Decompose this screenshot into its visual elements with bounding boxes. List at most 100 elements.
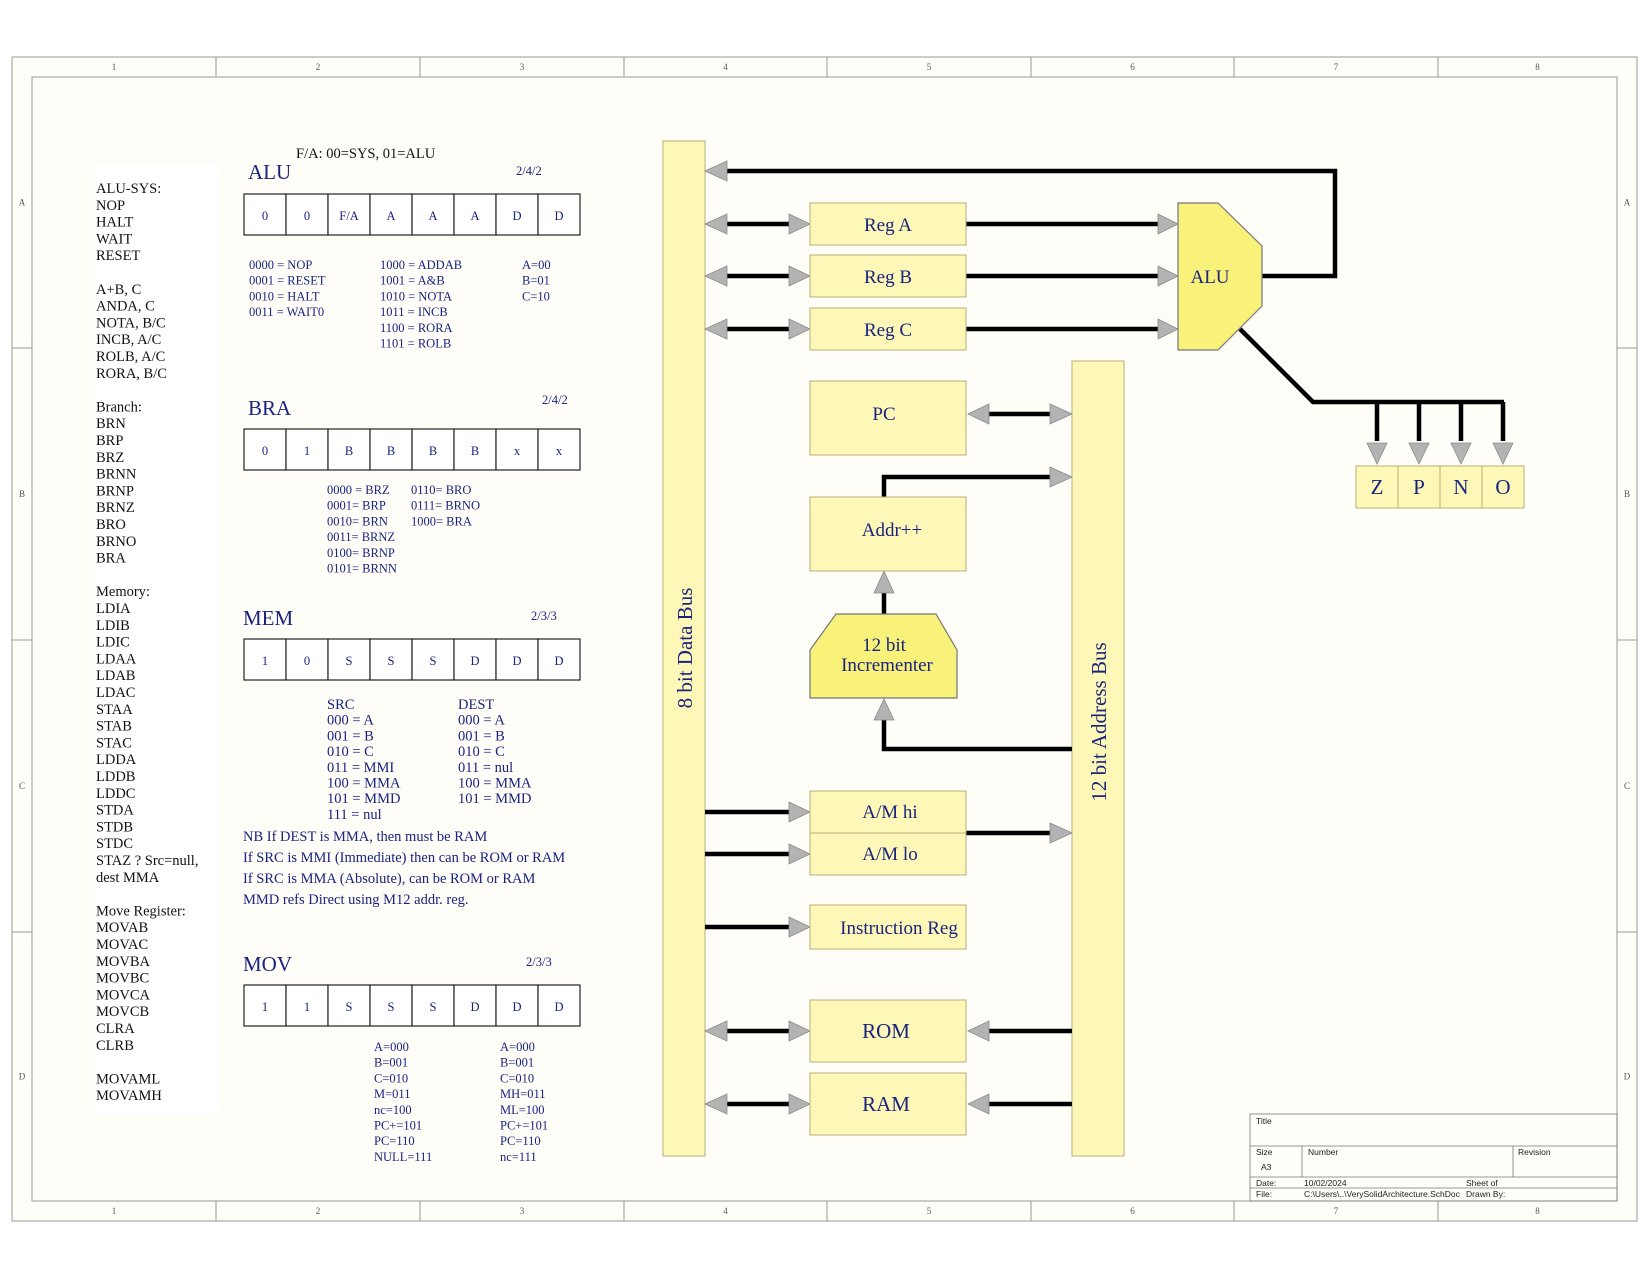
bra-bit-label: B: [471, 444, 479, 458]
mov-bit-cell: [243, 984, 287, 1027]
mem-src-code: 101 = MMD: [327, 791, 400, 807]
rom-left-arrowhead: [704, 1020, 728, 1042]
alu-code: 0000 = NOP: [249, 258, 312, 272]
bra-bit-cell: [243, 428, 287, 471]
ruler-row-label: D: [1624, 1072, 1631, 1082]
flag-n-arrowhead: [1450, 442, 1472, 465]
mov-bit-cell: [453, 984, 497, 1027]
pc-label: PC: [872, 404, 895, 425]
mov-code: MH=011: [500, 1087, 545, 1101]
incrementer-block: [809, 613, 958, 699]
mov-code: PC=110: [374, 1134, 415, 1148]
mov-bit-cell: [537, 984, 581, 1027]
mem-note: MMD refs Direct using M12 addr. reg.: [243, 892, 469, 908]
mov-code: A=000: [374, 1040, 409, 1054]
mov-code: PC+=101: [500, 1119, 548, 1133]
bra-code: 0001= BRP: [327, 499, 386, 513]
ruler-row-label: C: [19, 781, 25, 791]
mem-bit-label: D: [512, 654, 521, 668]
bra-code: 0111= BRNO: [411, 499, 480, 513]
mem-src-code: 011 = MMI: [327, 760, 394, 776]
mem-dest-code: 010 = C: [458, 744, 505, 760]
instruction-item: LDDB: [96, 769, 135, 785]
mem-dest-code: DEST: [458, 697, 494, 713]
ruler-row-label: C: [1624, 781, 1630, 791]
instruction-item: LDAB: [96, 668, 135, 684]
mov-code: nc=100: [374, 1103, 412, 1117]
address-bus-label: 12 bit Address Bus: [1087, 642, 1111, 801]
rom-box: [809, 999, 967, 1063]
data-bus-label: 8 bit Data Bus: [673, 588, 697, 709]
bra-bit-label: 1: [304, 444, 310, 458]
mov-bit-label: 1: [262, 1000, 268, 1014]
mov-code: B=001: [500, 1056, 534, 1070]
incrementer-label-2: Incrementer: [841, 655, 933, 676]
pc-right-arrowhead: [1049, 403, 1073, 425]
instruction-item: dest MMA: [96, 870, 160, 886]
mov-bit-label: D: [554, 1000, 563, 1014]
bra-title: BRA: [248, 396, 292, 420]
mov-bit-label: 1: [304, 1000, 310, 1014]
bra-split: 2/4/2: [542, 393, 568, 407]
ruler-col-label: 7: [1334, 62, 1339, 72]
bra-bit-label: B: [429, 444, 437, 458]
bra-bit-cell: [285, 428, 329, 471]
instruction-item: HALT: [96, 215, 133, 231]
mov-codes-col2: A=000B=001C=010MH=011ML=100PC+=101PC=110…: [500, 1040, 548, 1164]
instruction-item: MOVCB: [96, 1004, 149, 1020]
ruler-col-label: 4: [723, 1206, 728, 1216]
alu-bit-cell: [495, 193, 539, 236]
mov-code: PC=110: [500, 1134, 541, 1148]
ruler-col-label: 1: [112, 62, 117, 72]
alu-to-data-bus-wire: [727, 168, 1338, 279]
instruction-item: ROLB, A/C: [96, 349, 165, 365]
addr-inc-label: Addr++: [862, 520, 922, 541]
mem-note: If SRC is MMA (Absolute), can be ROM or …: [243, 871, 536, 887]
alu-bit-cell: [369, 193, 413, 236]
mem-title: MEM: [243, 606, 294, 630]
mem-dest-code: 001 = B: [458, 728, 505, 744]
reg-a-left-arrowhead: [704, 213, 728, 235]
incrementer-label-1: 12 bit: [862, 635, 907, 656]
bra-bit-label: x: [556, 444, 563, 458]
instruction-item: MOVCA: [96, 987, 151, 1003]
flag-label: P: [1413, 475, 1425, 499]
instruction-item: STDB: [96, 819, 133, 835]
bra-code: 0100= BRNP: [327, 546, 395, 560]
am-lo-arrowhead: [788, 843, 811, 865]
instruction-item: RORA, B/C: [96, 366, 167, 382]
bra-bit-cell: [495, 428, 539, 471]
mov-code: ML=100: [500, 1103, 545, 1117]
mov-bit-label: S: [388, 1000, 395, 1014]
alu-bit-cell: [453, 193, 497, 236]
bra-bit-label: B: [345, 444, 353, 458]
alu-bit-label: D: [512, 209, 521, 223]
instruction-item: BRA: [96, 551, 126, 567]
ruler-col-label: 5: [927, 62, 932, 72]
instruction-reg-box: [809, 904, 967, 950]
bra-bit-cell: [369, 428, 413, 471]
alu-split: 2/4/2: [516, 164, 542, 178]
ram-left-arrowhead: [704, 1093, 728, 1115]
instruction-item: LDIC: [96, 635, 130, 651]
am-hi-label: A/M hi: [862, 802, 917, 823]
reg-c-label: Reg C: [864, 320, 912, 341]
instruction-item: LDDC: [96, 786, 135, 802]
alu-code: 1101 = ROLB: [380, 337, 451, 351]
instruction-item: RESET: [96, 248, 140, 264]
mem-bit-cell: [453, 638, 497, 681]
tb-title-label: Title: [1256, 1116, 1272, 1126]
reg-c-box: [809, 307, 967, 351]
mem-src-code: 010 = C: [327, 744, 374, 760]
reg-c-alu-arrowhead: [1157, 318, 1179, 340]
reg-b-right-arrowhead: [788, 265, 811, 287]
